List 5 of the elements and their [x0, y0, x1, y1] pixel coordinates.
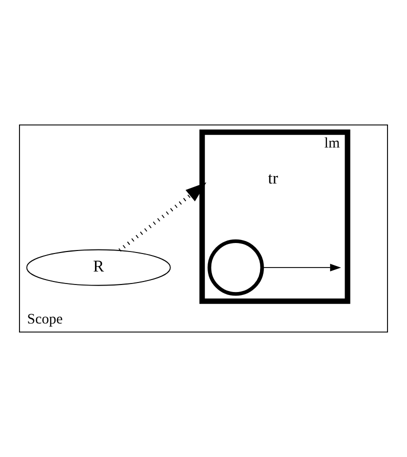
- node-ellipse: R: [26, 249, 171, 286]
- node-label: tr: [268, 168, 278, 188]
- arrow: [262, 264, 342, 272]
- node-circle: [208, 239, 264, 296]
- arrow: [118, 182, 206, 252]
